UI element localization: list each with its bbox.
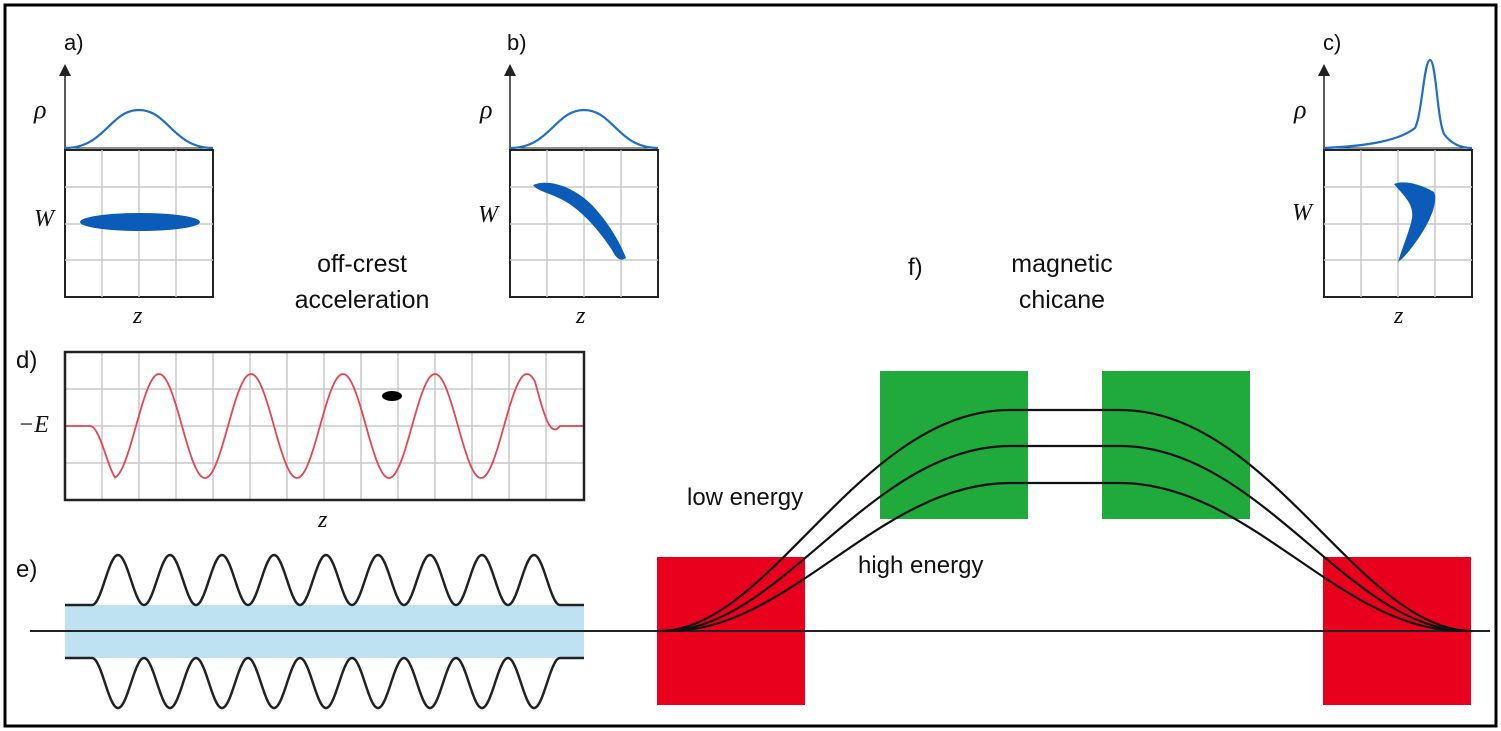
trajectory-low-energy: [659, 408, 1473, 633]
panel-c-density-profile: [1323, 58, 1473, 150]
panel-d: d) −E z: [16, 347, 586, 533]
trajectory-mid-energy: [664, 444, 1469, 633]
panel-b-rho-label: ρ: [479, 95, 492, 124]
panel-b-z-label: z: [575, 303, 586, 329]
dipole-green-1: [880, 371, 1028, 519]
panel-c-z-label: z: [1393, 303, 1404, 329]
chicane: low energy high energy: [30, 371, 1490, 705]
figure-border: [3, 3, 1498, 728]
panel-a: a) ρ W z: [33, 30, 214, 329]
magnetic-chicane-label-line1: magnetic: [1011, 250, 1112, 278]
off-crest-label-line2: acceleration: [295, 286, 430, 314]
panel-d-energy-label: −E: [18, 412, 49, 438]
panel-b: b) ρ W z: [478, 30, 659, 329]
panel-a-z-label: z: [132, 303, 143, 329]
panel-e-cavity-lower-wall: [65, 656, 584, 710]
panel-b-label: b): [507, 30, 527, 55]
off-crest-label-line1: off-crest: [317, 250, 407, 278]
panel-b-bunch: [533, 182, 626, 260]
panel-f-label: f): [908, 254, 923, 281]
panel-e-label: e): [16, 556, 37, 583]
panel-a-density-profile: [64, 108, 214, 150]
panel-c: c) ρ W z: [1292, 30, 1473, 329]
panel-c-rho-label: ρ: [1293, 95, 1306, 124]
panel-a-label: a): [64, 30, 84, 55]
panel-d-z-label: z: [317, 507, 328, 533]
panel-d-bunch-marker: [382, 391, 402, 401]
panel-e-cavity-upper-wall: [65, 553, 584, 607]
panel-d-label: d): [16, 347, 37, 374]
panel-c-w-label: W: [1292, 200, 1314, 226]
trajectory-high-energy: [669, 481, 1463, 633]
panel-c-bunch: [1394, 182, 1436, 262]
panel-c-phase-space-grid: [1323, 149, 1473, 298]
panel-b-w-label: W: [478, 202, 500, 228]
magnetic-chicane-label-line2: chicane: [1019, 286, 1105, 314]
panel-a-bunch: [80, 213, 200, 231]
panel-a-rho-label: ρ: [33, 95, 46, 124]
dipole-green-2: [1102, 371, 1250, 519]
panel-c-label: c): [1323, 30, 1341, 55]
panel-d-frame: [63, 350, 586, 502]
panel-b-density-profile: [509, 108, 659, 150]
panel-d-grid: [65, 352, 584, 500]
panel-a-w-label: W: [34, 206, 56, 232]
panel-d-rf-field-wave: [65, 373, 584, 479]
low-energy-label: low energy: [687, 484, 803, 511]
high-energy-label: high energy: [858, 552, 983, 579]
panel-b-phase-space-grid: [509, 149, 659, 298]
